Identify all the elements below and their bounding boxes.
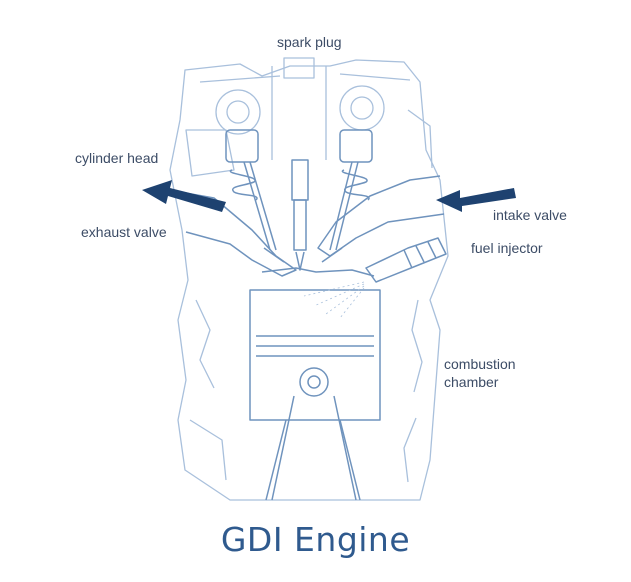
exhaust-valve-label: exhaust valve [81, 224, 167, 240]
intake-valve-spring [321, 129, 373, 263]
connecting-rod [265, 395, 361, 501]
combustion-label-line1: combustion [444, 356, 516, 372]
combustion-chamber-label: combustion chamber [444, 356, 516, 391]
camshaft-right [339, 85, 385, 131]
combustion-label-line2: chamber [444, 374, 499, 390]
diagram-title: GDI Engine [220, 520, 411, 559]
spark-plug [291, 159, 309, 271]
exhaust-port [179, 191, 297, 277]
intake-port [317, 175, 445, 257]
engine-block-outline [169, 59, 449, 501]
intake-flow-arrow [436, 188, 516, 212]
spark-plug-label: spark plug [277, 34, 342, 50]
camshaft-left [215, 89, 261, 135]
cylinder-head-label: cylinder head [75, 150, 159, 166]
exhaust-flow-arrow [142, 180, 226, 212]
piston [249, 289, 381, 421]
fuel-injector-label: fuel injector [471, 240, 543, 256]
fuel-spray [303, 281, 365, 319]
intake-valve-label: intake valve [493, 207, 567, 223]
fuel-injector [365, 237, 447, 283]
exhaust-valve-spring [225, 129, 285, 263]
